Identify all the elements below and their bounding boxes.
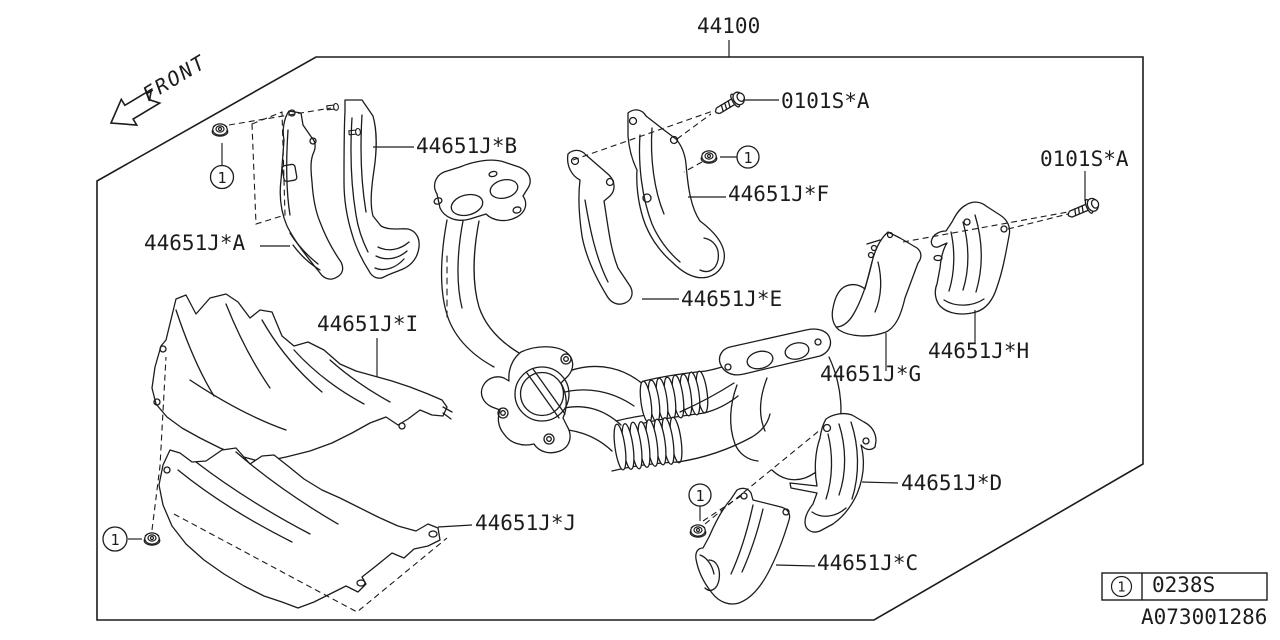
label-part-g: 44651J*G <box>820 362 922 386</box>
part-drawing-44651j-e <box>566 149 633 305</box>
front-arrow-icon <box>109 87 162 126</box>
drawing-frame <box>96 40 1144 621</box>
label-part-e: 44651J*E <box>681 287 783 311</box>
dashed-reference-lines <box>151 107 1069 613</box>
bolt-icon-right <box>1064 195 1102 223</box>
part-drawing-44651j-d <box>789 412 877 533</box>
part-drawing-44651j-c <box>695 487 791 605</box>
label-part-f: 44651J*F <box>728 182 830 206</box>
flange-nut-icon-2 <box>700 150 718 164</box>
flange-nut-icon-3 <box>143 532 161 546</box>
callout-badges: 1 1 1 1 <box>102 145 760 552</box>
part-drawing-44651j-f <box>627 109 725 279</box>
assembly-44100-drawing <box>433 159 842 481</box>
leader-lines <box>128 99 1086 567</box>
bolt-icon-top <box>711 88 749 120</box>
flange-nut-icon-4 <box>689 524 707 538</box>
callout-1-upper-mid: 1 <box>736 145 760 169</box>
part-drawing-44651j-b <box>326 99 420 279</box>
legend-ref-symbol: 1 <box>1117 580 1125 596</box>
legend-part-code: 0238S <box>1152 573 1216 597</box>
svg-text:1: 1 <box>695 487 704 505</box>
label-part-c: 44651J*C <box>817 551 919 575</box>
document-number: A073001286 <box>1141 605 1268 629</box>
label-part-b: 44651J*B <box>416 134 518 158</box>
callout-1-top-left: 1 <box>209 164 235 190</box>
svg-text:1: 1 <box>110 531 119 549</box>
label-part-d: 44651J*D <box>901 471 1003 495</box>
label-part-h: 44651J*H <box>928 339 1030 363</box>
part-drawing-44651j-a <box>279 109 344 280</box>
legend-box: 1 <box>1101 572 1268 601</box>
callout-1-bottom-left: 1 <box>102 526 128 552</box>
flange-nut-icon-1 <box>211 123 229 137</box>
label-bolt-top: 0101S*A <box>781 89 870 113</box>
label-bolt-right: 0101S*A <box>1040 147 1129 171</box>
callout-1-bottom-mid: 1 <box>688 483 712 507</box>
label-part-j: 44651J*J <box>475 511 577 535</box>
part-drawing-44651j-g <box>831 231 922 337</box>
svg-text:1: 1 <box>217 169 226 187</box>
label-assembly-number: 44100 <box>697 14 761 38</box>
part-drawing-44651j-h <box>930 201 1011 315</box>
label-part-i: 44651J*I <box>317 312 419 336</box>
front-label: FRONT <box>138 50 211 107</box>
label-part-a: 44651J*A <box>144 231 246 255</box>
part-drawing-44651j-j <box>158 447 441 609</box>
svg-text:1: 1 <box>743 149 752 167</box>
